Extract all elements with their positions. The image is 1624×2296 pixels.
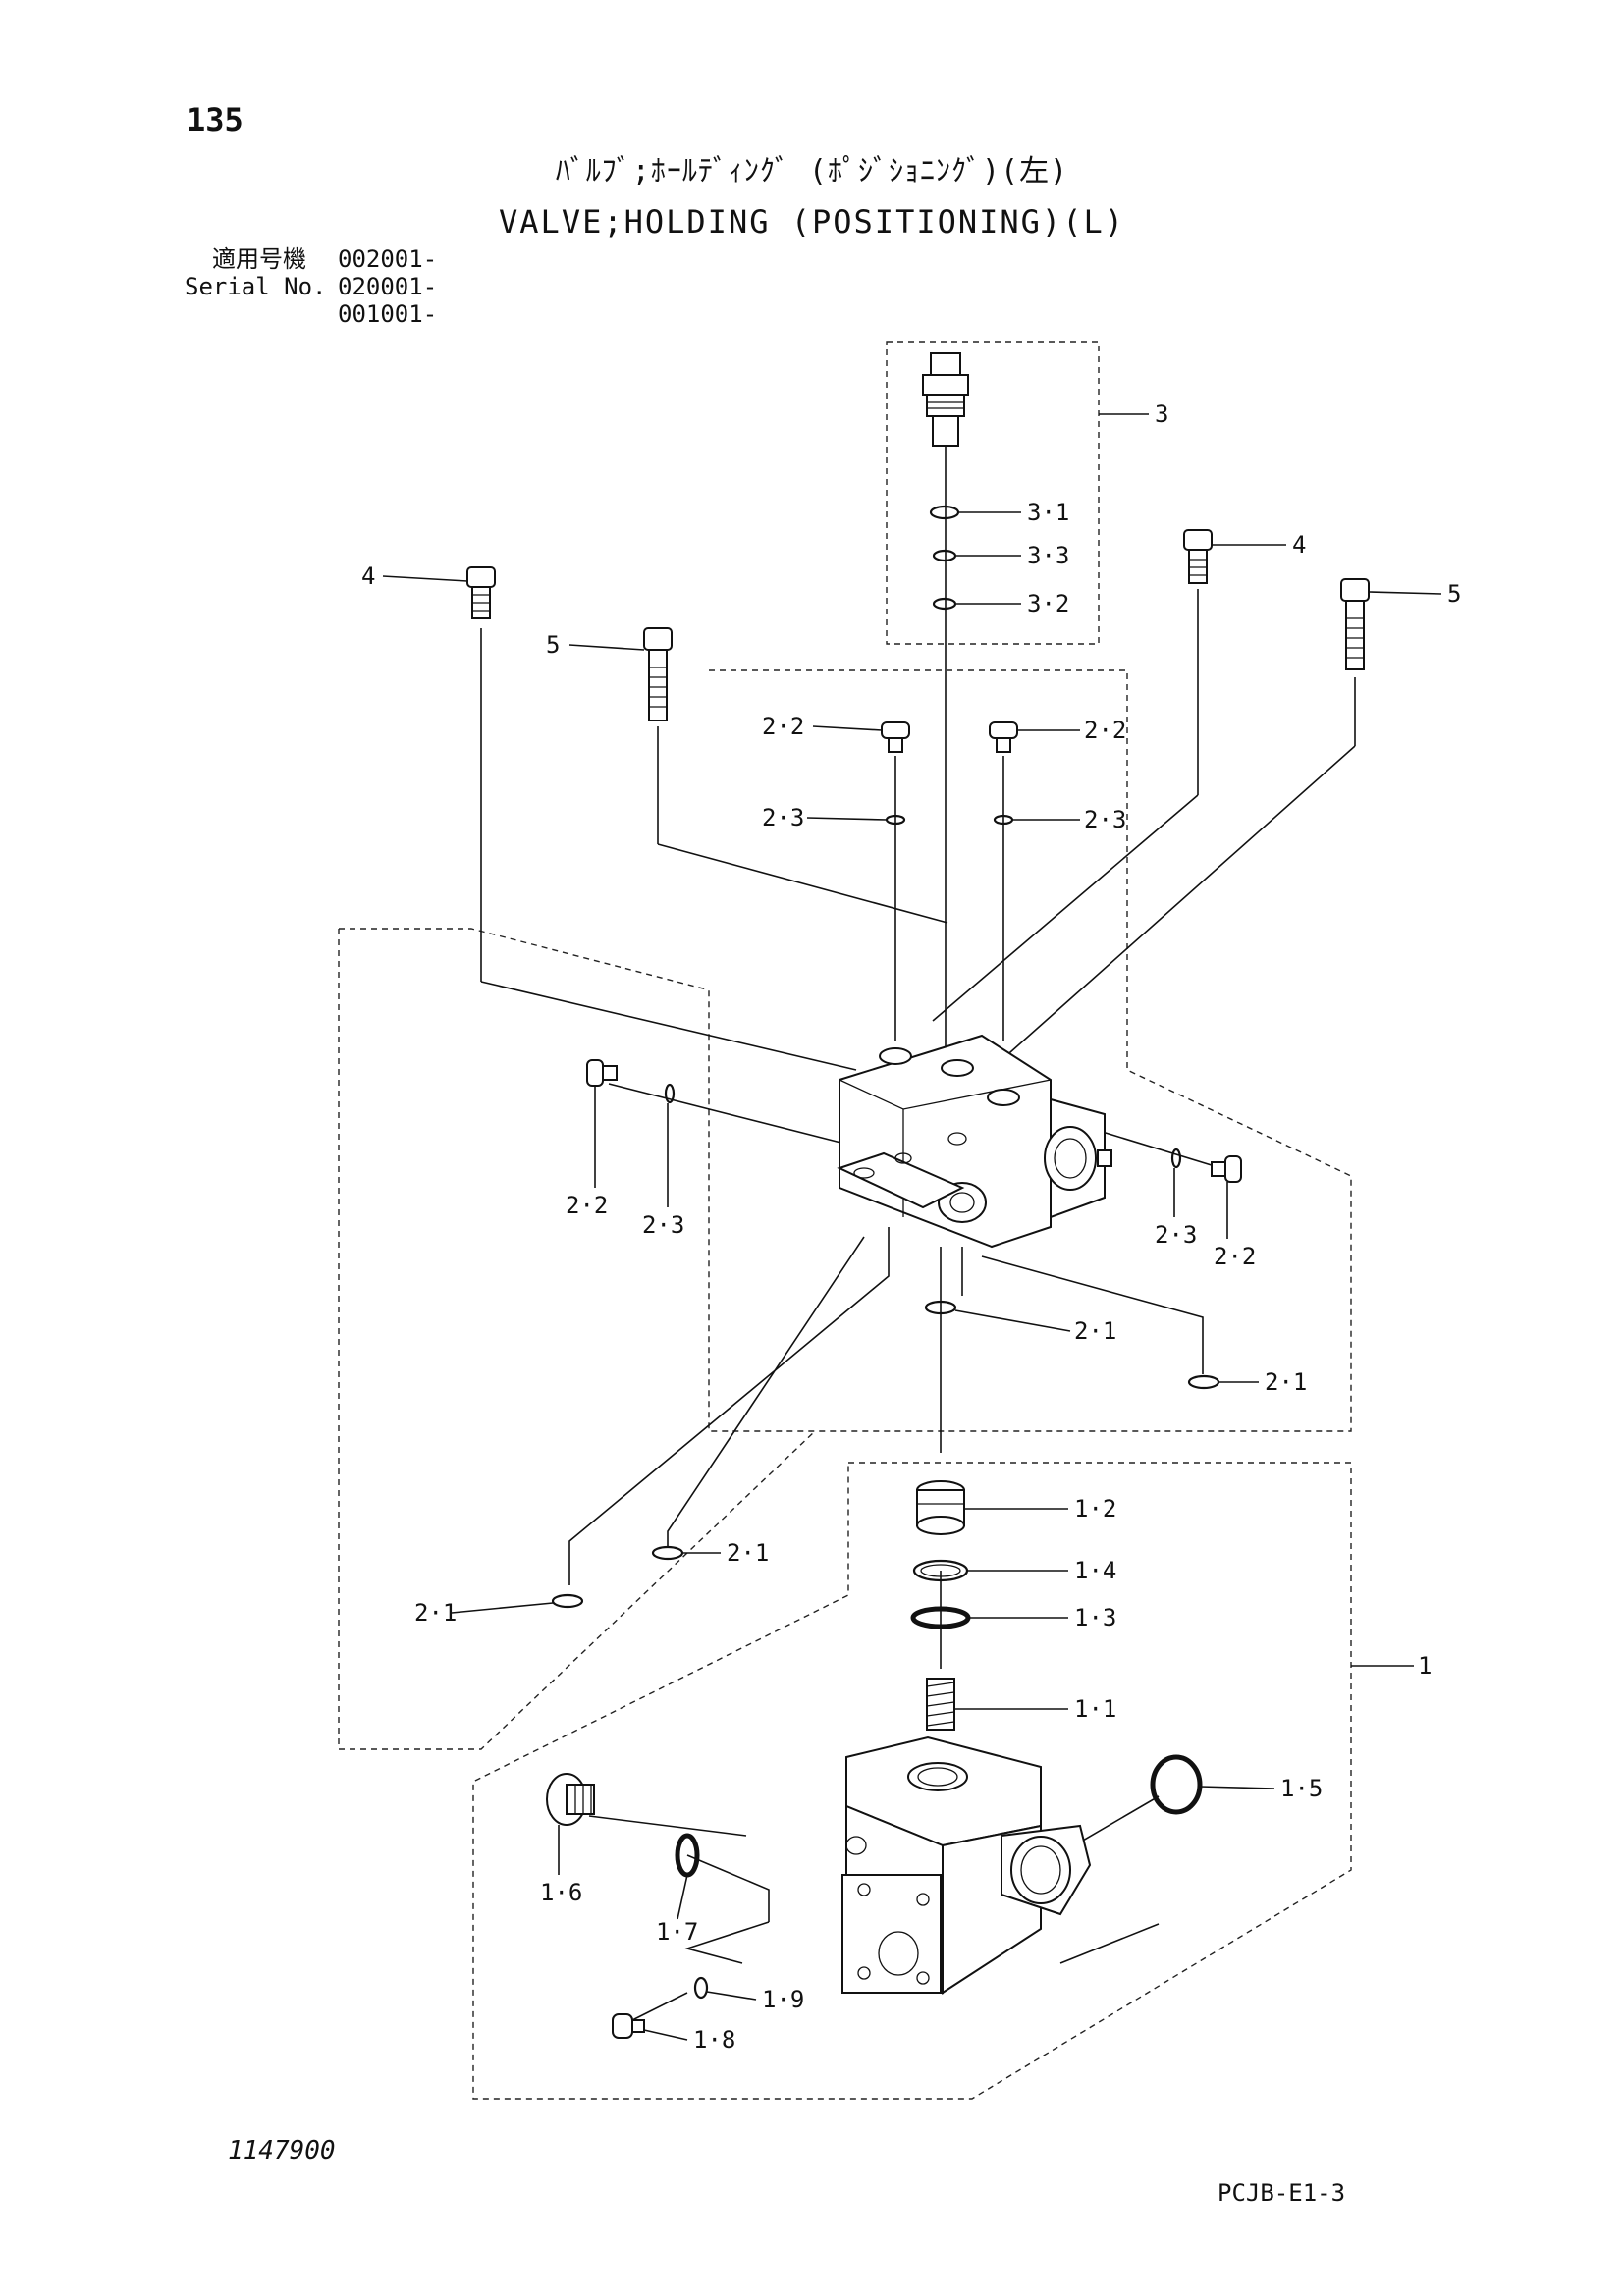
o-ring-3-2 — [932, 597, 957, 611]
relief-valve-cartridge — [922, 352, 969, 447]
serial-number: 001001- — [338, 300, 438, 328]
plug-2-2-top-left — [881, 721, 910, 753]
plug-1-8 — [612, 2013, 645, 2039]
assembly-1-outline — [472, 1462, 1352, 2100]
page-number: 135 — [187, 101, 244, 138]
callout-3-1: 3·1 — [1027, 499, 1069, 526]
callout-1-7: 1·7 — [656, 1918, 698, 1946]
bolt-5-right — [1340, 578, 1370, 670]
callout-5-right: 5 — [1447, 580, 1461, 608]
o-ring-2-1-c — [651, 1545, 684, 1561]
callout-4-right: 4 — [1292, 531, 1306, 559]
callout-3: 3 — [1155, 400, 1168, 428]
serial-label-english: Serial No. — [185, 273, 327, 300]
callout-1-8: 1·8 — [693, 2026, 735, 2054]
callout-5-left: 5 — [546, 631, 560, 659]
assembly-3-outline — [886, 341, 1100, 645]
valve-body-1 — [841, 1735, 1092, 1995]
bolt-4-left — [466, 566, 496, 619]
assembly-2-outline — [708, 669, 1352, 1432]
callout-2-2-side-left: 2·2 — [566, 1192, 608, 1219]
title-japanese: ﾊﾞﾙﾌﾞ;ﾎｰﾙﾃﾞｨﾝｸﾞ (ﾎﾟｼﾞｼｮﾆﾝｸﾞ)(左) — [555, 154, 1069, 188]
serial-number: 002001- — [338, 245, 438, 273]
callout-1-1: 1·1 — [1074, 1695, 1116, 1723]
callout-2-2-side-right: 2·2 — [1214, 1243, 1256, 1270]
o-ring-2-1-a — [924, 1300, 957, 1315]
bolt-5-left — [643, 627, 673, 721]
title-english: VALVE;HOLDING (POSITIONING)(L) — [499, 203, 1125, 240]
plug-2-2-top-right — [989, 721, 1018, 753]
callout-2-1-a: 2·1 — [1074, 1317, 1116, 1345]
assembly-2-outline-lower — [338, 929, 816, 1750]
plug-2-2-side-right — [1211, 1155, 1242, 1183]
assembly-2-outline-left — [339, 928, 708, 990]
callout-leaders — [382, 413, 1442, 2041]
o-ring-3-3 — [932, 549, 957, 562]
callout-2-1-c: 2·1 — [727, 1539, 769, 1567]
callout-2-3-top-right: 2·3 — [1084, 806, 1126, 833]
serial-label-japanese: 適用号機 — [212, 245, 306, 273]
plug-2-2-side-left — [586, 1059, 618, 1087]
callout-4-left: 4 — [361, 562, 375, 590]
drawing-number: 1147900 — [228, 2136, 336, 2165]
poppet-1-2 — [916, 1480, 965, 1535]
page-code: PCJB-E1-3 — [1218, 2179, 1346, 2207]
spring-1-1 — [926, 1678, 955, 1731]
callout-1-5: 1·5 — [1280, 1775, 1323, 1802]
callout-1-4: 1·4 — [1074, 1557, 1116, 1584]
callout-2-3-top-left: 2·3 — [762, 804, 804, 831]
o-ring-2-1-d — [551, 1593, 584, 1609]
plug-1-6 — [546, 1773, 595, 1826]
o-ring-3-1 — [929, 505, 960, 520]
o-ring-2-3-side-right — [1170, 1148, 1182, 1169]
callout-3-3: 3·3 — [1027, 542, 1069, 569]
bolt-4-right — [1183, 529, 1213, 584]
callout-2-2-top-left: 2·2 — [762, 713, 804, 740]
callout-2-3-side-left: 2·3 — [642, 1211, 684, 1239]
o-ring-1-9 — [693, 1976, 709, 2000]
holding-valve-block — [837, 1034, 1112, 1249]
callout-3-2: 3·2 — [1027, 590, 1069, 617]
o-ring-2-3-side-left — [664, 1083, 676, 1104]
o-ring-1-5 — [1150, 1754, 1203, 1815]
callout-1-6: 1·6 — [540, 1879, 582, 1906]
callout-1-3: 1·3 — [1074, 1604, 1116, 1631]
callout-2-2-top-right: 2·2 — [1084, 717, 1126, 744]
callout-1-9: 1·9 — [762, 1986, 804, 2013]
serial-number: 020001- — [338, 273, 438, 300]
o-ring-2-1-b — [1187, 1374, 1220, 1390]
callout-2-1-d: 2·1 — [414, 1599, 457, 1627]
leader-lines — [480, 432, 1356, 2023]
callout-2-1-b: 2·1 — [1265, 1368, 1307, 1396]
callout-1-2: 1·2 — [1074, 1495, 1116, 1522]
callout-1: 1 — [1418, 1652, 1432, 1680]
callout-2-3-side-right: 2·3 — [1155, 1221, 1197, 1249]
